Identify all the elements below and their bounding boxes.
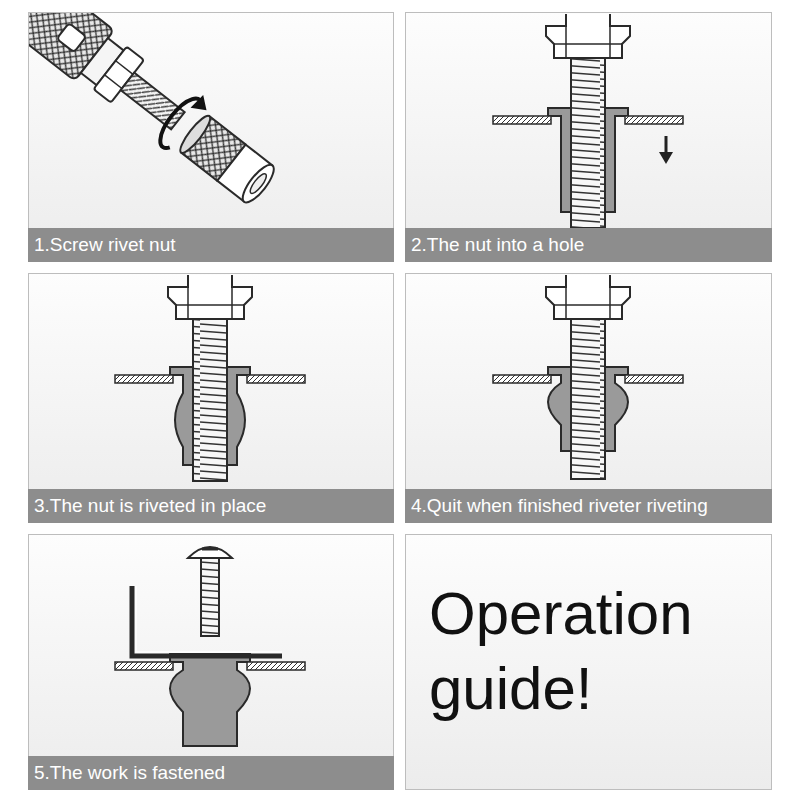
tool-head-edge (565, 287, 567, 319)
caption-bar: 3.The nut is riveted in place (28, 489, 394, 523)
caption-bar: 1.Screw rivet nut (28, 228, 394, 262)
screw-slot (202, 548, 218, 551)
threaded-mandrel (193, 295, 227, 481)
screw-shank (201, 558, 219, 636)
hex-edge (116, 61, 133, 75)
tool-head-edge (176, 304, 244, 306)
sheet-metal (247, 375, 305, 383)
screw-on-figure (29, 13, 287, 214)
step-panel: 4.Quit when finished riveter riveting (405, 273, 772, 523)
threaded-mandrel (571, 34, 605, 228)
sheet-metal (625, 375, 683, 383)
rivet-nut-end (238, 161, 279, 207)
sheet-metal (493, 116, 551, 124)
step-caption: 2.The nut into a hole (405, 228, 584, 262)
tool-head-edge (609, 287, 611, 319)
tool-head-edge (554, 43, 622, 45)
guide-heading: Operation guide! (429, 576, 759, 726)
rivet-tool (29, 13, 287, 214)
title-panel: Operation guide! (405, 534, 772, 790)
caption-bar: 4.Quit when finished riveter riveting (405, 489, 772, 523)
hex-edge (105, 75, 122, 89)
panel-ground (29, 274, 394, 523)
turn-arrowhead (191, 94, 213, 117)
step-panel: 2.The nut into a hole (405, 12, 772, 262)
threaded-mandrel (571, 295, 605, 479)
rivet-nut-bore (248, 172, 269, 196)
sheet-metal (115, 662, 173, 670)
step-caption: 5.The work is fastened (28, 756, 225, 790)
handle-slot (57, 23, 87, 52)
caption-bar: 2.The nut into a hole (405, 228, 772, 262)
step-caption: 1.Screw rivet nut (28, 228, 176, 262)
fastened-figure (115, 547, 305, 746)
sheet-metal (115, 375, 173, 383)
sheet-metal (493, 375, 551, 383)
down-arrow (665, 136, 668, 154)
panel-ground (406, 13, 772, 262)
tool-head-edge (554, 304, 622, 306)
step-panel: 1.Screw rivet nut (28, 12, 394, 262)
panel-ground (406, 274, 772, 523)
sheet-metal (625, 116, 683, 124)
tool-head (546, 14, 630, 58)
tool-head (546, 275, 630, 319)
turn-arrow (153, 92, 204, 150)
caption-bar: 5.The work is fastened (28, 756, 394, 790)
panel-ground (406, 535, 772, 790)
tool-head-edge (609, 26, 611, 58)
tool-head-edge (565, 26, 567, 58)
section-figure (115, 275, 305, 481)
tool-head (168, 275, 252, 319)
screw-head (188, 547, 232, 558)
section-figure (493, 14, 683, 228)
down-arrowhead (659, 152, 673, 164)
step-panel: 5.The work is fastened (28, 534, 394, 790)
threaded-mandrel (121, 73, 185, 130)
panel-ground (29, 535, 394, 790)
section-figure (493, 275, 683, 479)
tool-head-edge (187, 287, 189, 319)
tool-head-edge (231, 287, 233, 319)
rivet-nut-front (176, 113, 214, 157)
step-caption: 3.The nut is riveted in place (28, 489, 266, 523)
rivet-nut-section (170, 654, 250, 746)
sheet-metal (247, 662, 305, 670)
panel-grounds (29, 13, 772, 790)
step-caption: 4.Quit when finished riveter riveting (405, 489, 708, 523)
step-panel: 3.The nut is riveted in place (28, 273, 394, 523)
